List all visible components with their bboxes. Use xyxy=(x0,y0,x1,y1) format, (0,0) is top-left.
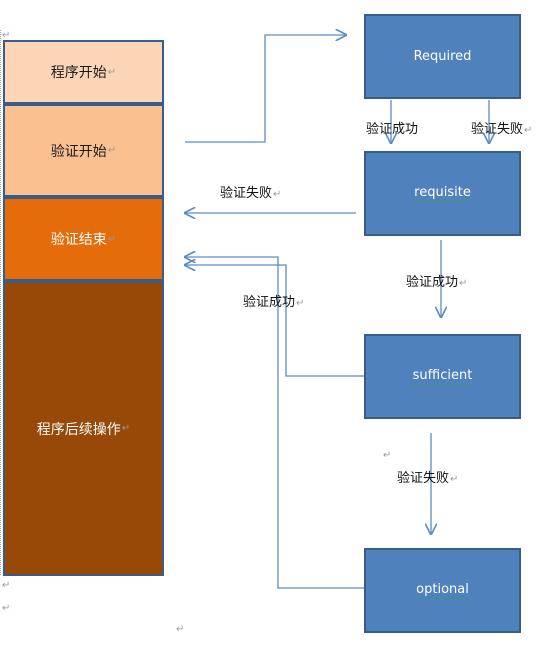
stack-program-followup: 程序后续操作↵ xyxy=(3,281,164,576)
stack-program-followup-label: 程序后续操作 xyxy=(36,421,121,438)
arrow-optional-return xyxy=(185,257,364,589)
stack-program-start-label: 程序开始 xyxy=(50,65,107,81)
module-optional: optional xyxy=(364,548,521,633)
module-required-label: Required xyxy=(413,49,472,64)
paragraph-mark-icon: ↵ xyxy=(2,603,11,614)
arrow-sufficient-success xyxy=(185,265,364,377)
margin-ruler xyxy=(0,30,4,575)
module-sufficient-label: sufficient xyxy=(412,368,473,385)
module-sufficient: sufficient xyxy=(364,334,521,419)
paragraph-mark-icon: ↵ xyxy=(107,233,117,245)
label-required-success: 验证成功 xyxy=(366,122,419,137)
stack-program-start: 程序开始↵ xyxy=(3,40,164,104)
module-requisite: requisite xyxy=(364,151,521,236)
stack-auth-end-label: 验证结束 xyxy=(50,232,107,248)
paragraph-mark-icon: ↵ xyxy=(383,450,392,461)
stack-auth-start: 验证开始↵ xyxy=(3,104,164,197)
module-requisite-label: requisite xyxy=(414,185,471,202)
stack-auth-start-label: 验证开始 xyxy=(50,143,107,160)
paragraph-mark-icon: ↵ xyxy=(2,580,11,591)
label-requisite-success: 验证成功↵ xyxy=(406,275,468,290)
paragraph-mark-icon: ↵ xyxy=(2,30,11,41)
label-requisite-fail: 验证失败↵ xyxy=(220,186,282,201)
arrow-start-to-required xyxy=(185,35,346,143)
label-required-fail: 验证失败↵ xyxy=(471,122,533,137)
paragraph-mark-icon: ↵ xyxy=(107,66,117,78)
label-sufficient-success: 验证成功↵ xyxy=(243,295,305,310)
label-sufficient-fail: 验证失败↵ xyxy=(397,471,459,486)
stack-auth-end: 验证结束↵ xyxy=(3,197,164,281)
paragraph-mark-icon: ↵ xyxy=(176,624,185,635)
module-optional-label: optional xyxy=(416,582,469,599)
module-required: Required xyxy=(364,14,521,99)
paragraph-mark-icon: ↵ xyxy=(107,145,117,156)
paragraph-mark-icon: ↵ xyxy=(121,423,131,434)
